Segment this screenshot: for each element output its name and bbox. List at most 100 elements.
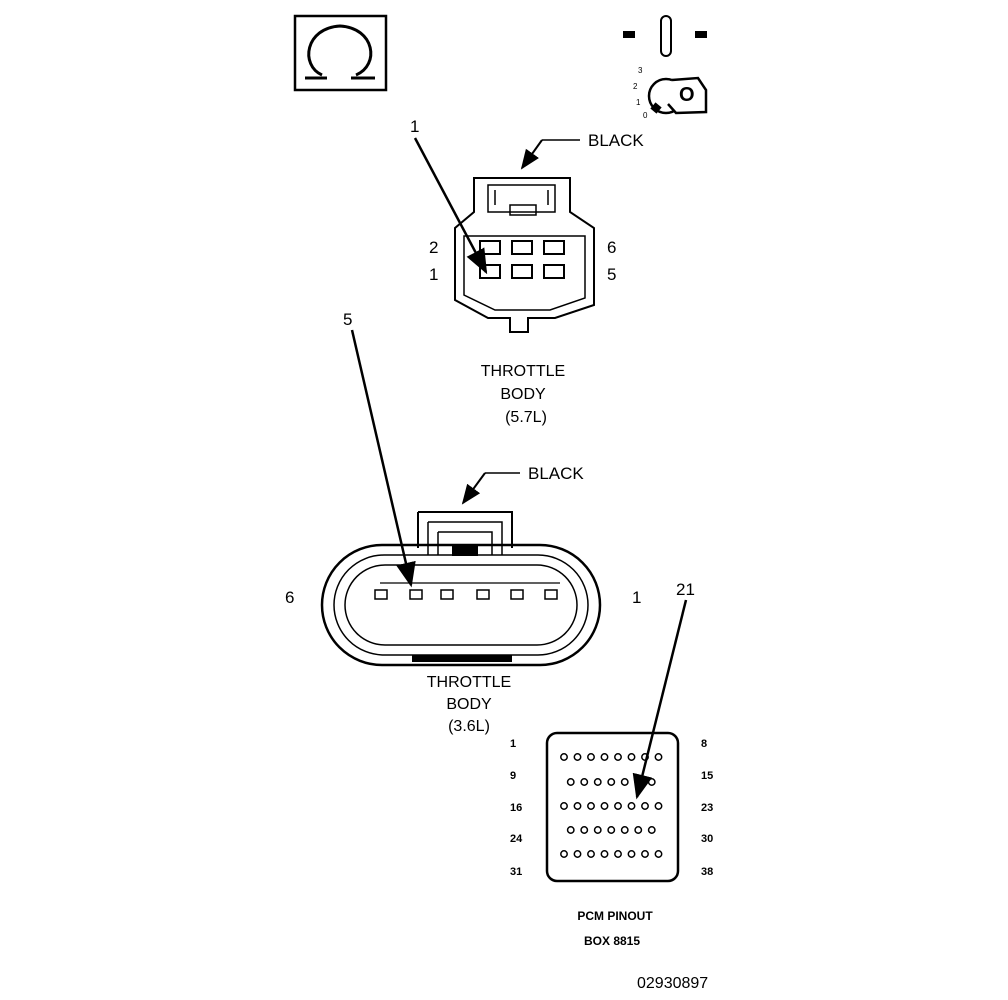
connector-57-engine: (5.7L) (505, 409, 547, 426)
connector-57-shell (454, 177, 595, 333)
pcm-pin (587, 753, 595, 761)
pcm-row-left-label: 1 (510, 738, 517, 750)
pcm-row-right-label: 23 (701, 802, 714, 814)
pcm-pin (566, 826, 575, 834)
pin-1-label-36: 1 (632, 588, 642, 607)
pcm-caption: PCM PINOUT (577, 909, 653, 923)
switch-position-label: 0 (643, 111, 648, 120)
connector-36-title: THROTTLE (426, 674, 512, 691)
pcm-pin (654, 753, 663, 761)
pin-cavity (440, 589, 454, 600)
connector-36-title-line2: BODY (446, 696, 492, 713)
pcm-pin (607, 778, 616, 786)
connector-57-title-line2: BODY (500, 386, 546, 403)
callout-arrow-21 (632, 599, 688, 800)
pcm-pin (600, 850, 609, 858)
pcm-pin (627, 753, 636, 761)
ohmmeter-symbol (293, 14, 388, 92)
pcm-row-left-label: 16 (510, 802, 523, 814)
pin-cavity (409, 589, 423, 600)
connector-36-latch (452, 546, 478, 556)
pcm-box-caption: BOX 8815 (583, 934, 641, 948)
pcm-pin (607, 826, 616, 834)
connector-36-lock-bar (412, 655, 512, 662)
connector-36-engine: (3.6L) (448, 718, 490, 735)
pcm-pin (587, 850, 595, 858)
key-icon (667, 76, 708, 115)
pcm-pin (614, 753, 622, 761)
pin-cavity (510, 589, 524, 600)
pcm-row-left-label: 9 (510, 770, 517, 782)
pin-6-label: 6 (607, 238, 617, 257)
pcm-pin (627, 850, 636, 858)
pcm-pin (573, 802, 582, 810)
pcm-pin (587, 802, 595, 810)
throttle-body-36-connector (320, 329, 602, 667)
pcm-pin (654, 850, 663, 858)
pin-cavity (544, 589, 558, 600)
pin-cavity (543, 240, 565, 255)
connector-36-shell (320, 543, 602, 667)
switch-position-label: 3 (638, 66, 643, 75)
black-arrow-57 (520, 139, 543, 170)
pcm-pin (560, 753, 568, 761)
ohm-icon (307, 24, 373, 77)
pcm-pin (566, 778, 575, 786)
switch-contact-right (695, 31, 707, 38)
callout-1-label: 1 (410, 117, 420, 136)
pcm-pin (641, 850, 649, 858)
pcm-pin (600, 753, 609, 761)
pcm-connector-face (545, 731, 680, 883)
pcm-pin (593, 778, 602, 786)
pin-cavity (479, 240, 501, 255)
pin-6-label-36: 6 (285, 588, 295, 607)
pin-cavity (374, 589, 388, 600)
ohm-box (293, 14, 388, 92)
pin-cavity (543, 264, 565, 279)
pcm-pin (593, 826, 602, 834)
pcm-pin (641, 802, 649, 810)
pcm-pin (573, 850, 582, 858)
pcm-pin (614, 802, 622, 810)
pcm-row-right-label: 38 (701, 866, 714, 878)
pcm-row-right-label: 15 (701, 770, 714, 782)
pcm-pinout (545, 599, 688, 883)
figure-id: 02930897 (637, 975, 709, 992)
pcm-pin (620, 778, 629, 786)
pin-cavity (511, 264, 533, 279)
pcm-row-left-label: 24 (510, 833, 523, 845)
ignition-key-symbol (623, 15, 708, 115)
callout-arrow-1 (413, 137, 488, 275)
switch-contact-left (623, 31, 635, 38)
throttle-body-57-connector (413, 137, 595, 333)
pcm-pin (600, 802, 609, 810)
pcm-pin (573, 753, 582, 761)
key-letter: O (679, 84, 695, 106)
pcm-pin (634, 826, 643, 834)
pcm-pin (560, 802, 568, 810)
pcm-pin (654, 802, 663, 810)
pin-cavity (511, 240, 533, 255)
key-slot-icon (660, 15, 672, 57)
pin-cavity (476, 589, 490, 600)
pcm-row-right-label: 8 (701, 738, 708, 750)
pcm-pin (614, 850, 622, 858)
pin-1-label: 1 (429, 265, 439, 284)
key-position-marker (650, 102, 662, 114)
pcm-row-right-label: 30 (701, 833, 714, 845)
connector-57-color-label: BLACK (588, 131, 644, 150)
pcm-pin (580, 826, 589, 834)
pcm-pin (647, 826, 656, 834)
pcm-pin (620, 826, 629, 834)
connector-36-color-label: BLACK (528, 464, 584, 483)
pcm-pin-grid (560, 753, 663, 858)
pcm-pin (560, 850, 568, 858)
black-arrow-36 (461, 472, 486, 505)
callout-arrow-5 (350, 329, 416, 588)
pcm-pin (647, 778, 656, 786)
callout-21-label: 21 (676, 580, 695, 599)
switch-position-label: 1 (636, 98, 641, 107)
switch-position-label: 2 (633, 82, 638, 91)
pcm-row-left-label: 31 (510, 866, 523, 878)
pcm-pin (580, 778, 589, 786)
